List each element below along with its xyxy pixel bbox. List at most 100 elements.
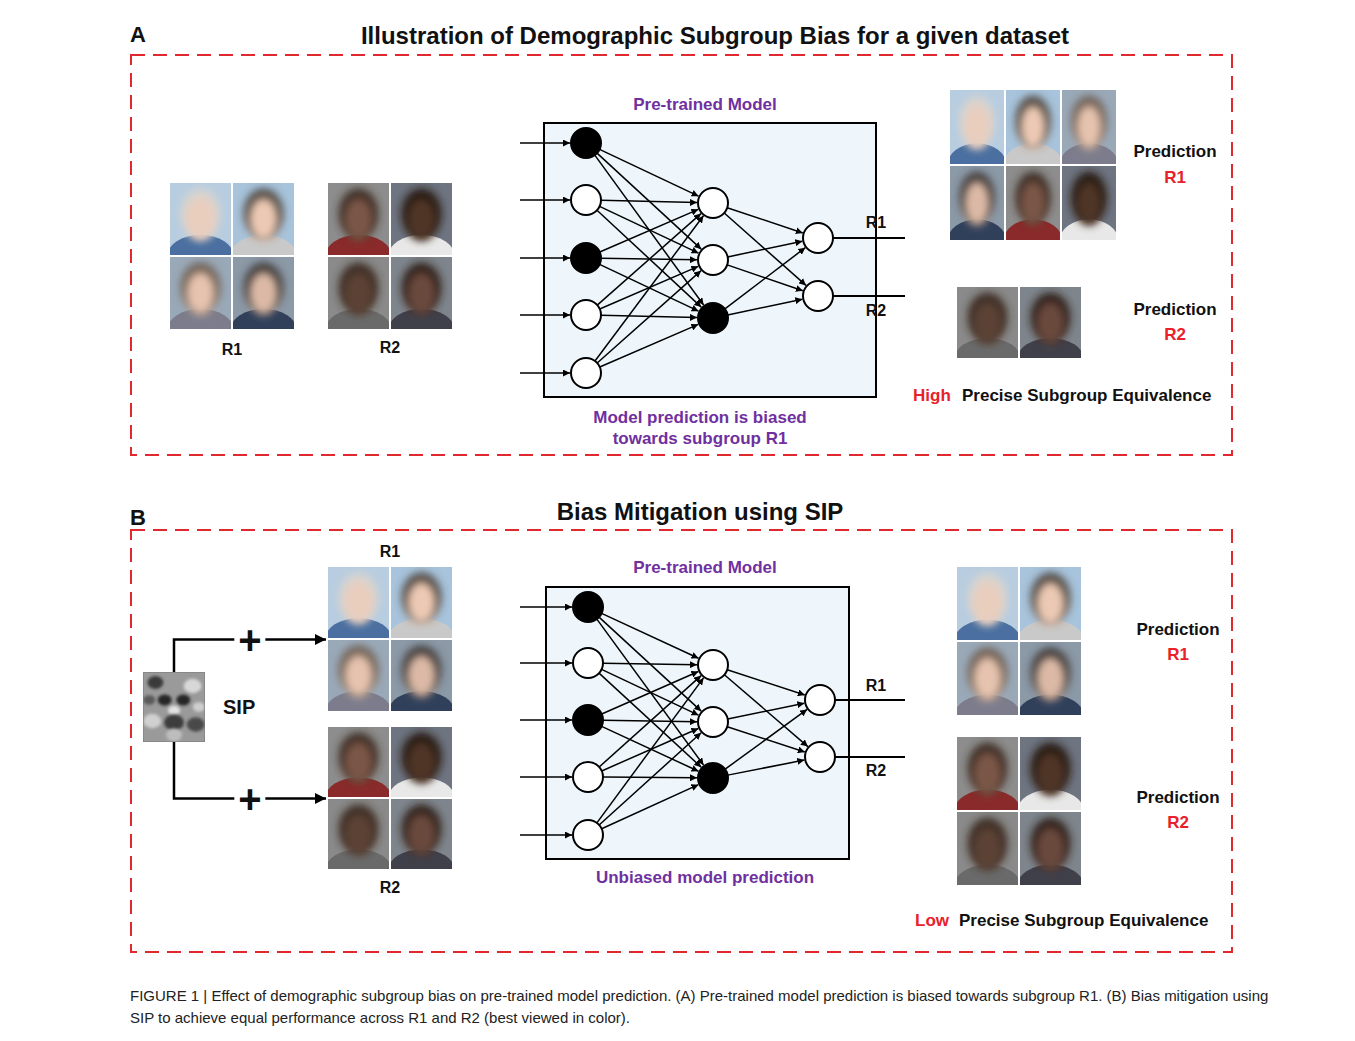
face-group: R1 bbox=[328, 567, 453, 712]
network-link bbox=[599, 676, 701, 767]
neuron bbox=[573, 592, 603, 622]
face-photo bbox=[328, 257, 389, 329]
face-photo bbox=[957, 642, 1018, 715]
network-link bbox=[597, 271, 701, 363]
network-link bbox=[597, 214, 701, 305]
edge-label: + bbox=[234, 620, 265, 660]
label: R2 bbox=[866, 301, 886, 321]
photo-face bbox=[344, 741, 373, 783]
face-photo bbox=[328, 567, 389, 638]
neuron bbox=[573, 648, 603, 678]
photo-face bbox=[344, 813, 373, 855]
neuron bbox=[698, 763, 728, 793]
neuron bbox=[571, 300, 601, 330]
illustration-part bbox=[187, 717, 205, 731]
label: R2 bbox=[380, 338, 400, 358]
network-link bbox=[602, 669, 699, 715]
illustration-part bbox=[193, 702, 205, 712]
panel: BBias Mitigation using SIPSIPR1R2Pre-tra… bbox=[130, 530, 1232, 952]
photo-face bbox=[964, 181, 990, 225]
neuron bbox=[573, 820, 603, 850]
network-link bbox=[725, 248, 805, 309]
photo-face bbox=[1036, 752, 1065, 796]
network-link bbox=[600, 149, 699, 196]
neuron bbox=[805, 742, 835, 772]
photo-face bbox=[1036, 582, 1065, 626]
neuron bbox=[571, 243, 601, 273]
panel-letter: B bbox=[130, 504, 146, 532]
illustration-part bbox=[143, 672, 205, 742]
output-line bbox=[833, 295, 905, 297]
illustration-part bbox=[176, 694, 190, 705]
model-note: Unbiased model prediction bbox=[596, 867, 814, 888]
figure-caption: FIGURE 1 | Effect of demographic subgrou… bbox=[130, 985, 1280, 1029]
network-link bbox=[602, 785, 699, 829]
photo-face bbox=[1036, 657, 1065, 701]
illustration-part bbox=[143, 714, 161, 728]
photo-face bbox=[1036, 301, 1065, 344]
face-photo bbox=[328, 727, 389, 797]
photo-face bbox=[407, 813, 436, 855]
label: High bbox=[913, 385, 951, 406]
network-link bbox=[725, 709, 807, 769]
network-link bbox=[601, 200, 697, 202]
label: Low bbox=[915, 910, 949, 931]
neuron bbox=[698, 303, 728, 333]
photo-face bbox=[344, 197, 373, 240]
network-link bbox=[599, 617, 701, 711]
neuron bbox=[698, 245, 728, 275]
photo-face bbox=[407, 741, 436, 783]
neuron bbox=[571, 358, 601, 388]
label: R2 bbox=[1164, 324, 1186, 345]
illustration-part bbox=[143, 672, 205, 742]
network-link bbox=[602, 671, 699, 714]
illustration-part bbox=[158, 694, 172, 705]
panel-title: Illustration of Demographic Subgroup Bia… bbox=[361, 21, 1069, 51]
face-photo bbox=[391, 727, 452, 797]
illustration-part bbox=[168, 706, 180, 716]
neuron bbox=[571, 128, 601, 158]
model-title: Pre-trained Model bbox=[633, 557, 777, 578]
face-photo bbox=[328, 799, 389, 869]
edge-label: + bbox=[234, 779, 265, 819]
label: R2 bbox=[1167, 812, 1189, 833]
face-photo bbox=[328, 183, 389, 255]
network-link bbox=[600, 209, 699, 252]
illustration-part bbox=[164, 714, 184, 730]
output-line bbox=[833, 237, 905, 239]
face-group: R2 bbox=[328, 727, 453, 870]
model-fill bbox=[546, 587, 849, 859]
group-label: R2 bbox=[380, 878, 400, 898]
network-link bbox=[599, 673, 701, 767]
sip-box: SIP bbox=[143, 672, 205, 742]
model-box: Pre-trained ModelUnbiased model predicti… bbox=[545, 586, 850, 860]
network-link bbox=[599, 733, 701, 825]
model-title: Pre-trained Model bbox=[633, 94, 777, 115]
photo-face bbox=[249, 271, 278, 314]
label: R1 bbox=[222, 340, 242, 360]
face-photo bbox=[950, 166, 1004, 240]
photo-face bbox=[973, 657, 1002, 701]
photo-face bbox=[1020, 105, 1046, 149]
group-label: R1 bbox=[380, 542, 400, 562]
sip-image bbox=[143, 672, 205, 742]
output-line bbox=[835, 699, 905, 701]
network-link bbox=[728, 299, 803, 315]
illustration-part bbox=[184, 679, 202, 693]
network-link bbox=[597, 619, 704, 765]
label: Prediction bbox=[1136, 787, 1219, 808]
neuron bbox=[571, 185, 601, 215]
network-link bbox=[727, 208, 803, 233]
photo-face bbox=[344, 271, 373, 314]
input-arrow bbox=[520, 142, 570, 144]
label: R2 bbox=[866, 761, 886, 781]
photo-face bbox=[1036, 827, 1065, 871]
photo-face bbox=[1076, 105, 1102, 149]
photo-face bbox=[407, 197, 436, 240]
input-arrow bbox=[520, 199, 570, 201]
network-link bbox=[600, 324, 699, 367]
photo-face bbox=[407, 581, 436, 624]
label: R1 bbox=[866, 213, 886, 233]
neuron bbox=[698, 188, 728, 218]
input-arrow bbox=[520, 314, 570, 316]
